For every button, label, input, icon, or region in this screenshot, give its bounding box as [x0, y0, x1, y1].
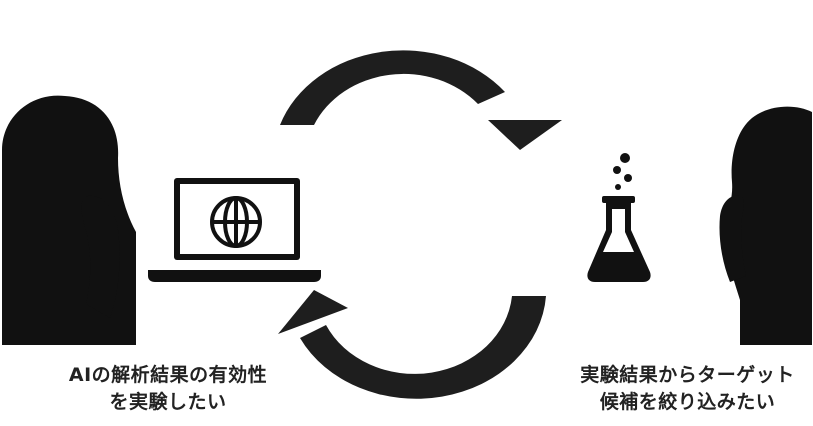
flask-bubble: [613, 166, 621, 174]
laptop-base: [148, 270, 321, 282]
globe-icon: [210, 196, 262, 248]
flask-bubble: [615, 184, 621, 190]
left-person-icon: [2, 95, 136, 345]
right-caption: 実験結果からターゲット 候補を絞り込みたい: [565, 362, 810, 416]
bottom-curved-arrow-icon: [278, 290, 546, 399]
bottom-arrow-head: [278, 290, 348, 334]
right-caption-line2: 候補を絞り込みたい: [599, 391, 776, 413]
laptop-icon: [148, 178, 321, 282]
top-arrow-band: [280, 50, 505, 125]
flask-bubble: [620, 153, 630, 163]
right-person-hair: [722, 106, 812, 345]
top-arrow-head: [488, 120, 562, 150]
left-caption-line1: AIの解析結果の有効性: [68, 364, 268, 386]
bottom-arrow-band: [300, 296, 546, 399]
flask-icon: [587, 153, 651, 282]
left-caption: AIの解析結果の有効性 を実験したい: [18, 362, 318, 416]
flask-bubble: [624, 174, 632, 182]
left-caption-line2: を実験したい: [109, 391, 227, 413]
top-curved-arrow-icon: [280, 50, 562, 150]
right-caption-line1: 実験結果からターゲット: [580, 364, 795, 386]
right-person-icon: [719, 106, 812, 345]
right-person-hand: [719, 195, 746, 282]
left-person-hand: [81, 195, 120, 318]
flask-body: [587, 203, 651, 282]
flask-rim: [602, 196, 635, 203]
